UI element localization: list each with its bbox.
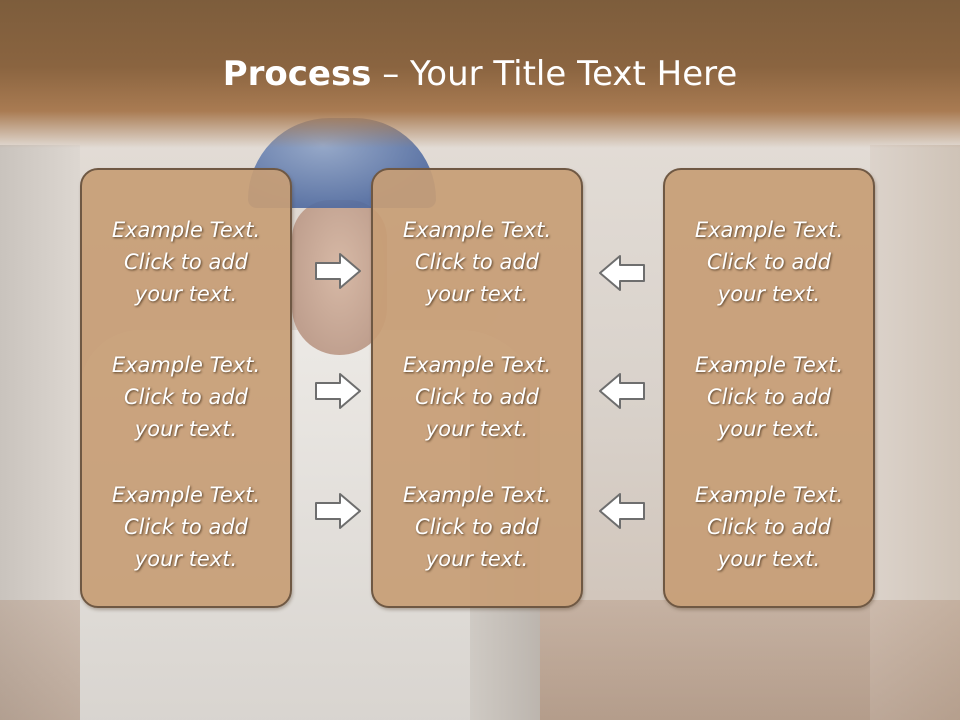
background-photo-wall bbox=[870, 145, 960, 720]
process-box-right[interactable]: Example Text. Click to add your text. Ex… bbox=[663, 168, 875, 608]
text-placeholder[interactable]: Example Text. Click to add your text. bbox=[402, 353, 552, 441]
arrow-left-icon bbox=[598, 491, 646, 531]
title-bold-part: Process bbox=[222, 54, 372, 94]
arrow-right-icon bbox=[314, 251, 362, 291]
text-placeholder[interactable]: Example Text. Click to add your text. bbox=[402, 483, 552, 571]
text-placeholder[interactable]: Example Text. Click to add your text. bbox=[694, 218, 844, 306]
arrow-left-icon bbox=[598, 253, 646, 293]
text-placeholder[interactable]: Example Text. Click to add your text. bbox=[694, 353, 844, 441]
text-placeholder[interactable]: Example Text. Click to add your text. bbox=[111, 218, 261, 306]
process-box-middle[interactable]: Example Text. Click to add your text. Ex… bbox=[371, 168, 583, 608]
header-band bbox=[0, 0, 960, 148]
text-placeholder[interactable]: Example Text. Click to add your text. bbox=[111, 483, 261, 571]
arrow-left-icon bbox=[598, 371, 646, 411]
slide-title[interactable]: Process – Your Title Text Here bbox=[0, 52, 960, 96]
text-placeholder[interactable]: Example Text. Click to add your text. bbox=[111, 353, 261, 441]
process-box-left[interactable]: Example Text. Click to add your text. Ex… bbox=[80, 168, 292, 608]
arrow-right-icon bbox=[314, 491, 362, 531]
text-placeholder[interactable]: Example Text. Click to add your text. bbox=[694, 483, 844, 571]
text-placeholder[interactable]: Example Text. Click to add your text. bbox=[402, 218, 552, 306]
title-rest-part: – Your Title Text Here bbox=[371, 54, 738, 94]
arrow-right-icon bbox=[314, 371, 362, 411]
background-photo-door bbox=[0, 145, 80, 720]
